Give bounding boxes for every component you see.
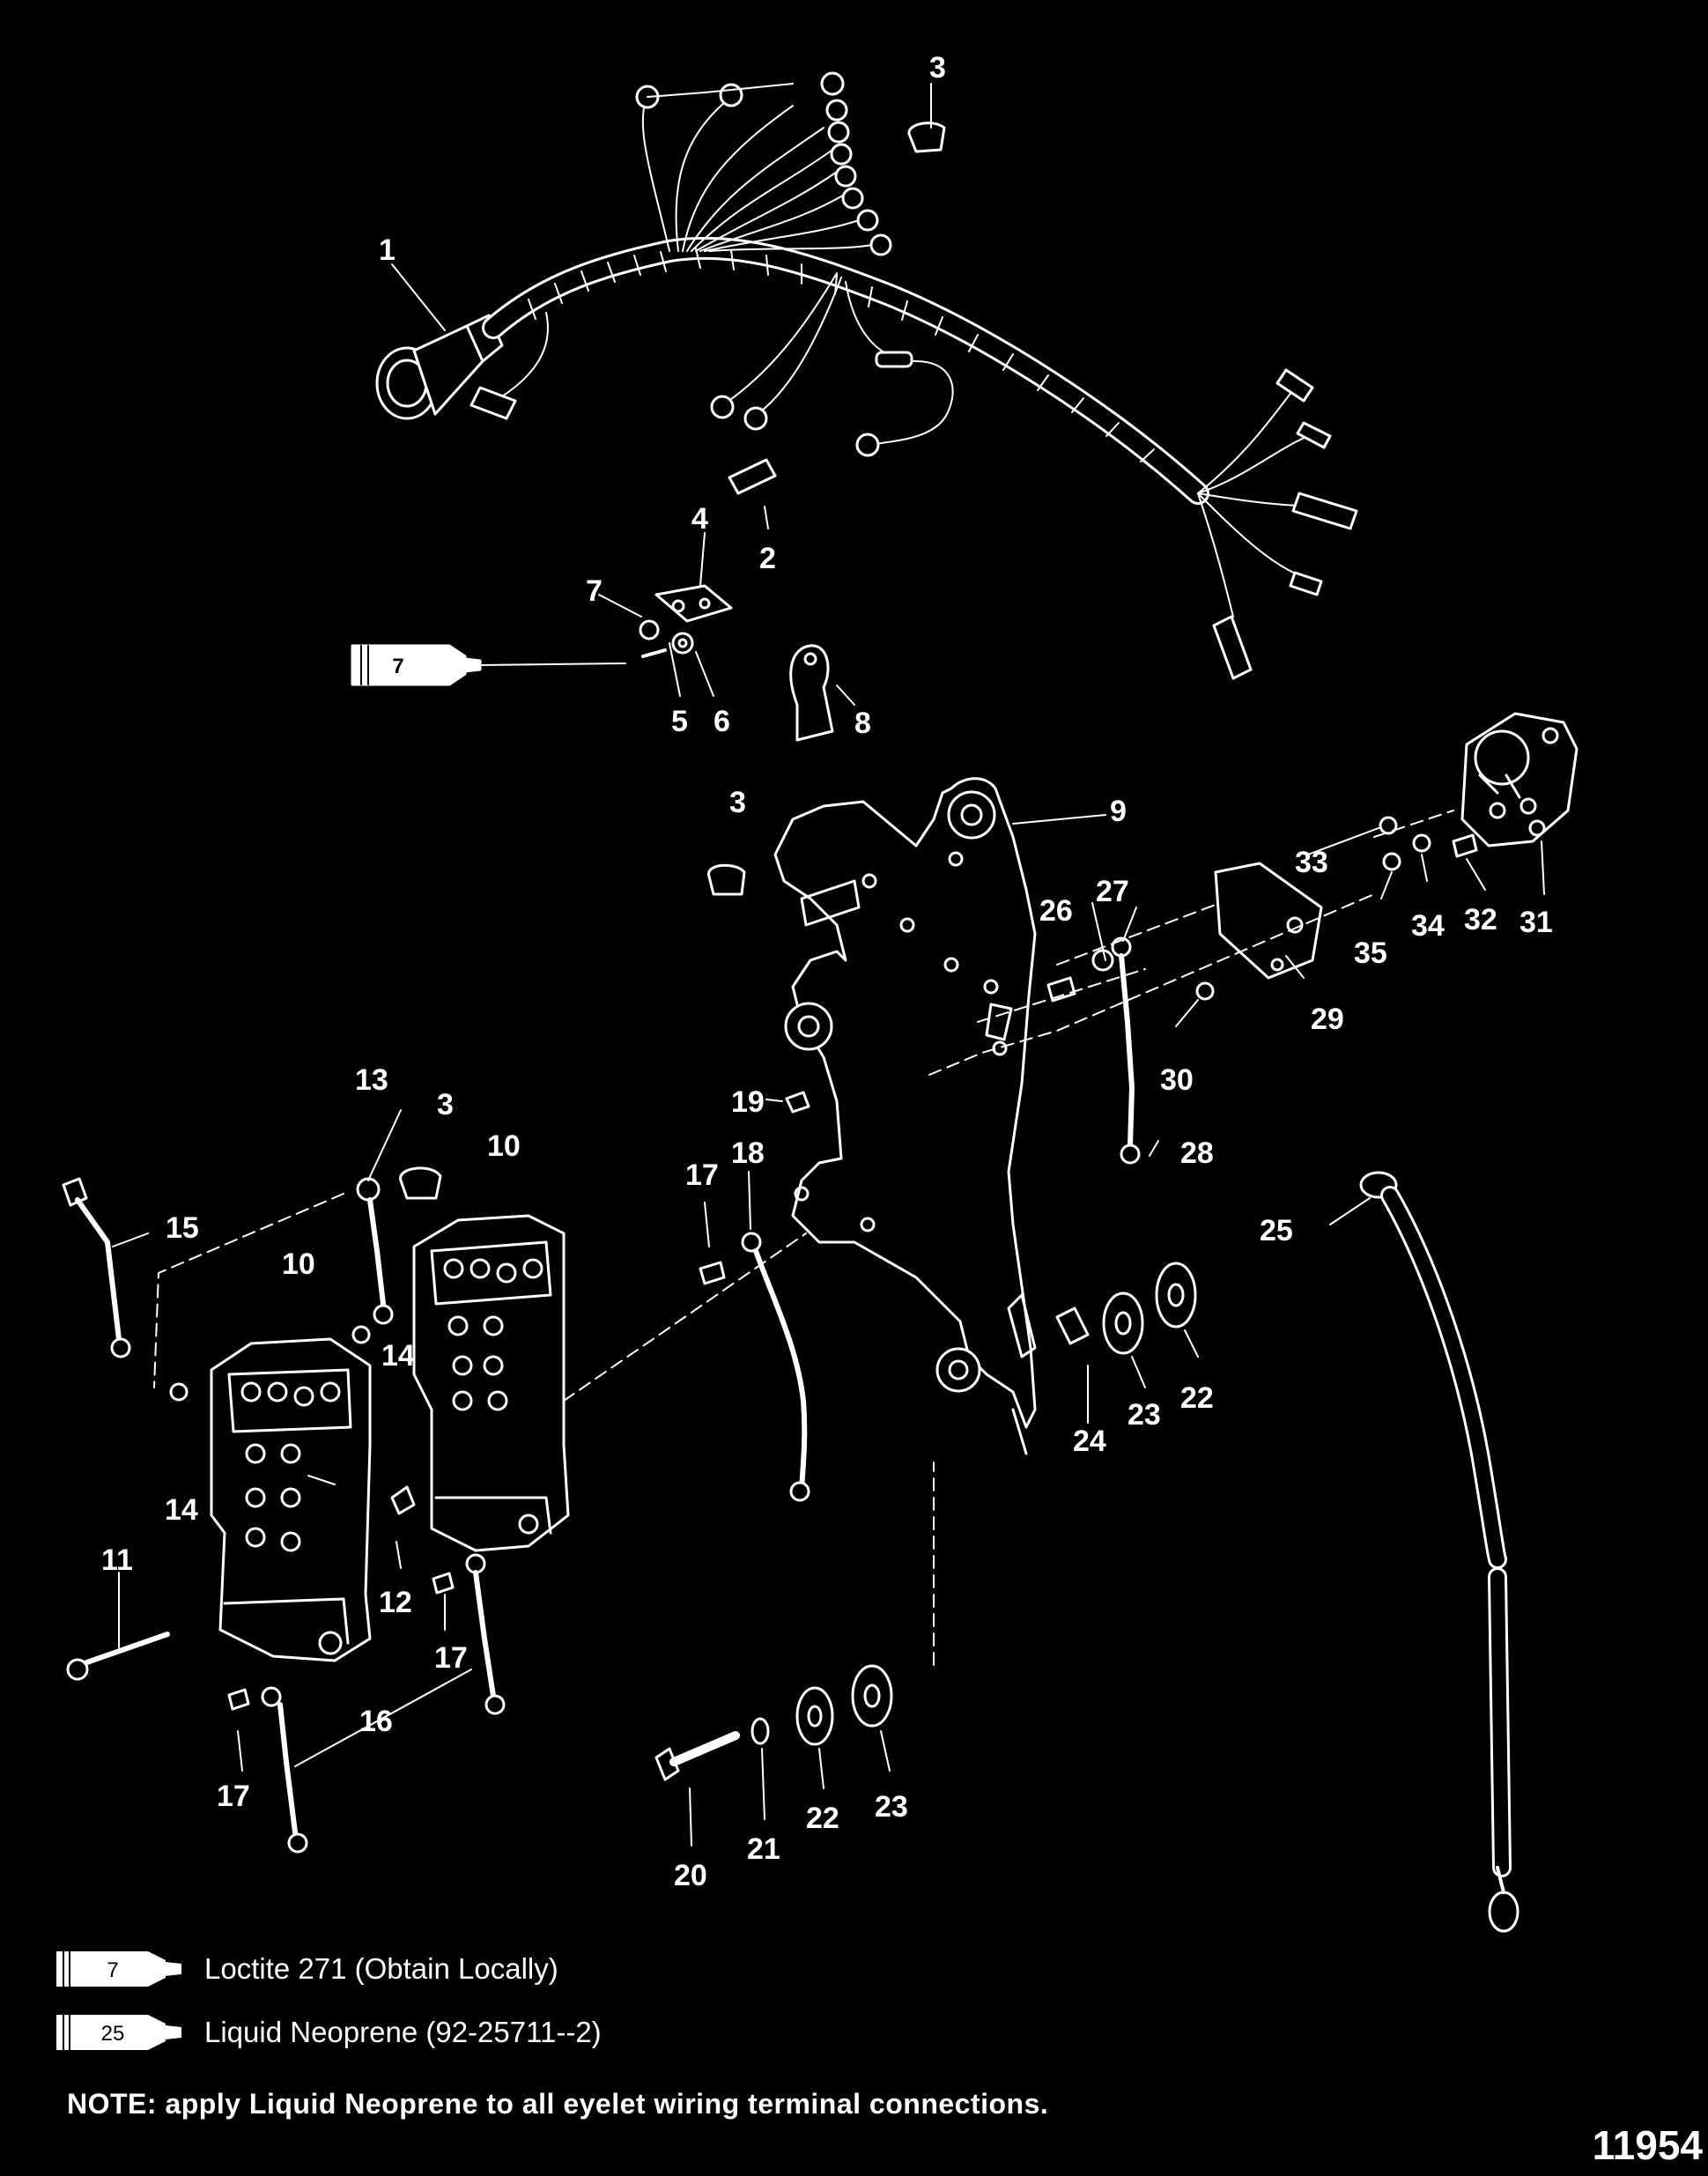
callout-11: 11	[101, 1543, 133, 1577]
callout-14a: 14	[381, 1339, 415, 1373]
bolt-washer-parts-20-23-lower	[654, 1664, 893, 1781]
callout-25: 25	[1260, 1214, 1293, 1247]
callout-2: 2	[759, 542, 776, 575]
callout-19: 19	[731, 1085, 765, 1119]
callout-28: 28	[1180, 1136, 1214, 1170]
callout-1: 1	[379, 233, 396, 267]
callout-26: 26	[1039, 894, 1073, 928]
washer-parts-22-23-24-right	[1055, 1262, 1197, 1355]
callout-12: 12	[379, 1586, 412, 1619]
callout-14b: 14	[165, 1493, 198, 1527]
clip-part-3	[399, 122, 946, 1200]
screw-parts-17-18-19	[699, 1091, 810, 1502]
legend-item-neoprene: 25 Liquid Neoprene (92-25711--2)	[53, 2006, 602, 2059]
callout-31: 31	[1519, 906, 1553, 939]
callout-6: 6	[714, 705, 730, 738]
callout-17c: 17	[217, 1780, 250, 1813]
hardware-parts-5-6-7	[639, 619, 694, 658]
callout-4: 4	[691, 502, 708, 536]
callout-33: 33	[1295, 846, 1328, 879]
callout-5: 5	[671, 705, 688, 738]
callout-16: 16	[359, 1705, 393, 1738]
switch-box-part-10-front	[210, 1337, 372, 1662]
callout-21: 21	[747, 1832, 780, 1866]
callout-9: 9	[1110, 795, 1127, 828]
callout-8: 8	[854, 707, 871, 740]
callout-20: 20	[674, 1859, 707, 1892]
alignment-lines	[153, 810, 1454, 1666]
diagram-canvas: 7	[62, 51, 1579, 1933]
callout-29: 29	[1311, 1003, 1344, 1036]
legend-text-loctite: Loctite 271 (Obtain Locally)	[204, 1952, 558, 1985]
callout-30: 30	[1160, 1063, 1194, 1097]
loctite-tube-icon: 7	[56, 1951, 181, 1987]
switch-box-part-10-rear	[412, 1214, 570, 1552]
callout-34: 34	[1411, 909, 1445, 943]
callout-23a: 23	[875, 1790, 908, 1824]
sealant-tube-icon: 7	[351, 644, 626, 686]
ground-lead-part-28	[1046, 936, 1141, 1165]
neoprene-tube-icon: 25	[56, 2015, 181, 2050]
solenoid-hardware-32-35	[1379, 816, 1478, 871]
sealant-tube-tag: 7	[392, 655, 403, 678]
callout-32: 32	[1464, 903, 1497, 936]
callout-17b: 17	[434, 1641, 468, 1675]
nut-part-30	[1195, 981, 1215, 1001]
lead-parts-13-15-16	[62, 1177, 506, 1854]
callout-22a: 22	[806, 1802, 839, 1835]
clamp-part-8	[789, 644, 834, 742]
callout-17a: 17	[685, 1158, 719, 1192]
screw-parts-11-12-14-17	[66, 1325, 455, 1711]
callout-3a: 3	[929, 51, 946, 85]
bracket-part-4	[654, 584, 733, 623]
callout-3c: 3	[437, 1088, 454, 1121]
callout-22b: 22	[1180, 1381, 1214, 1415]
legend-item-loctite: 7 Loctite 271 (Obtain Locally)	[53, 1943, 558, 1995]
callout-18: 18	[731, 1136, 765, 1170]
callout-3b: 3	[729, 786, 746, 819]
callout-15: 15	[166, 1211, 199, 1245]
figure-id: 11954	[1592, 2122, 1703, 2168]
note-text: NOTE: apply Liquid Neoprene to all eyele…	[67, 2088, 1049, 2120]
leader-lines	[112, 83, 1545, 1847]
callout-10a: 10	[487, 1129, 521, 1163]
battery-cable-part-25	[1359, 1171, 1519, 1933]
legend-code-25: 25	[101, 2022, 125, 2046]
callout-24: 24	[1073, 1425, 1106, 1458]
callout-27: 27	[1096, 875, 1129, 908]
callout-35: 35	[1354, 936, 1387, 970]
callout-13: 13	[355, 1063, 388, 1097]
legend-code-7: 7	[107, 1958, 118, 1982]
callout-23b: 23	[1128, 1398, 1161, 1432]
mounting-plate-part-9	[773, 777, 1037, 1455]
bracket-part-29	[1214, 862, 1323, 980]
callout-7: 7	[586, 574, 603, 608]
starter-solenoid-part-31	[1460, 712, 1579, 847]
fuse-holder-part-2	[728, 458, 777, 495]
callout-labels: 1 2 3 3 3 4 5 6 7 8 9 10 10 11 12 13 14 …	[101, 51, 1553, 1892]
callout-10b: 10	[282, 1247, 315, 1281]
legend-text-neoprene: Liquid Neoprene (92-25711--2)	[204, 2016, 602, 2048]
wiring-harness	[375, 71, 1358, 680]
